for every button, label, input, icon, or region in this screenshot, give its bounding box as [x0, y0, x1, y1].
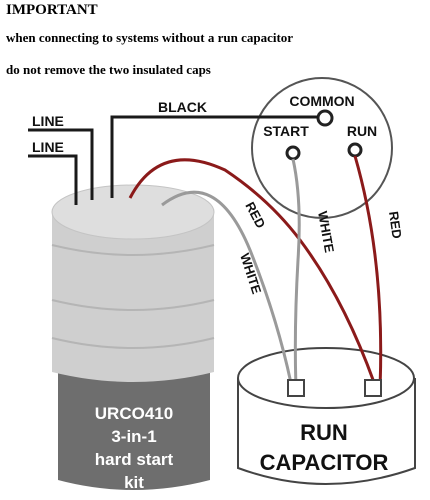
common-label: COMMON [289, 93, 354, 109]
black-wire [110, 115, 318, 198]
notice-line-1: when connecting to systems without a run… [6, 30, 294, 45]
capacitor-terminal-right [364, 379, 382, 397]
kit-line-2: 3-in-1 [111, 427, 156, 446]
notice-heading: IMPORTANT [6, 2, 98, 18]
kit-model: URCO410 [95, 404, 173, 423]
start-label: START [263, 123, 309, 139]
capacitor-terminal-left [287, 379, 305, 397]
capacitor-label-1: RUN [300, 420, 348, 445]
red-label-right: RED [386, 210, 405, 239]
white-label-right: WHITE [315, 210, 337, 254]
line-label-bottom: LINE [32, 139, 64, 155]
white-wire-left [161, 190, 294, 389]
red-label-left: RED [242, 199, 268, 230]
line-label-top: LINE [32, 113, 64, 129]
hard-start-kit: URCO410 3-in-1 hard start kit [51, 184, 215, 492]
compressor-terminal-circle [251, 77, 393, 219]
start-terminal [285, 145, 301, 161]
common-terminal [316, 109, 334, 127]
red-wire-left [128, 158, 378, 389]
white-wire-right [291, 158, 301, 389]
notice-line-2: do not remove the two insulated caps [6, 62, 211, 77]
run-label: RUN [347, 123, 377, 139]
red-wire-right [353, 155, 383, 389]
line-wire-top [28, 128, 94, 200]
kit-line-3: hard start [95, 450, 174, 469]
capacitor-label-2: CAPACITOR [260, 450, 389, 475]
kit-line-4: kit [124, 473, 144, 492]
run-capacitor: RUN CAPACITOR [237, 347, 416, 485]
line-wire-bottom [28, 154, 78, 205]
black-label: BLACK [158, 99, 207, 115]
run-terminal [347, 142, 363, 158]
